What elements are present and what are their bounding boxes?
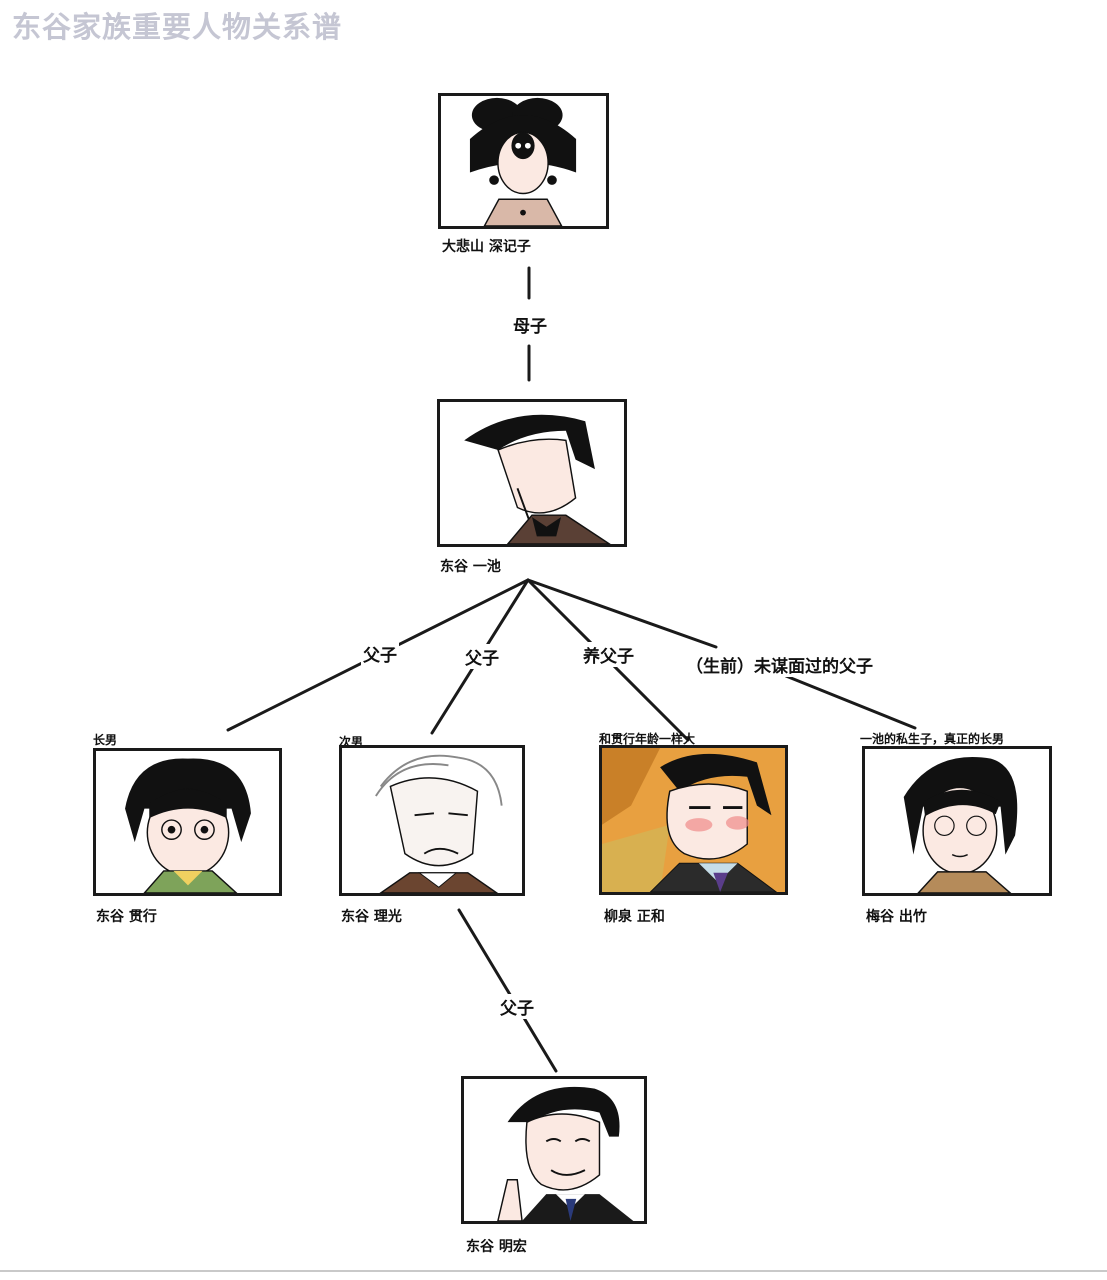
relation-father-son-2: 父子: [463, 644, 501, 669]
portrait-grandmother[interactable]: [438, 93, 609, 229]
portrait-masakazu[interactable]: [599, 745, 788, 895]
line-to-izuchiku-b: [784, 674, 917, 730]
relation-mother-son: 母子: [511, 312, 549, 337]
name-akihiro: 东谷 明宏: [466, 1239, 527, 1255]
portrait-akihiro[interactable]: [461, 1076, 647, 1224]
akihiro-image: [464, 1079, 644, 1221]
portrait-rikou[interactable]: [339, 745, 525, 896]
name-izuchiku: 梅谷 出竹: [866, 909, 927, 925]
name-masakazu: 柳泉 正和: [604, 909, 665, 925]
name-rikou: 东谷 理光: [341, 909, 402, 925]
note-izuchiku: 一池的私生子，真正的长男: [860, 732, 1005, 746]
note-kanyuki: 长男: [93, 733, 118, 747]
kanyuki-image: [96, 751, 279, 893]
name-father: 东谷 一池: [440, 559, 501, 575]
portrait-father[interactable]: [437, 399, 627, 547]
name-grandmother: 大悲山 深记子: [442, 239, 531, 255]
diagram-title: 东谷家族重要人物关系谱: [12, 10, 343, 44]
izuchiku-image: [865, 749, 1049, 893]
relation-adoptive: 养父子: [581, 642, 636, 667]
grandmother-image: [441, 96, 606, 226]
bottom-divider: [0, 1270, 1107, 1272]
masakazu-image: [602, 748, 785, 892]
line-to-akihiro: [457, 908, 558, 1073]
portrait-kanyuki[interactable]: [93, 748, 282, 896]
relation-father-son-1: 父子: [361, 641, 399, 666]
note-masakazu: 和贯行年龄一样大: [599, 732, 696, 746]
relation-never-met: （生前）未谋面过的父子: [684, 652, 875, 677]
rikou-image: [342, 748, 522, 893]
portrait-izuchiku[interactable]: [862, 746, 1052, 896]
name-kanyuki: 东谷 贯行: [96, 909, 157, 925]
father-image: [440, 402, 624, 544]
relation-father-son-3: 父子: [498, 994, 536, 1019]
line-to-izuchiku-a: [526, 578, 718, 649]
